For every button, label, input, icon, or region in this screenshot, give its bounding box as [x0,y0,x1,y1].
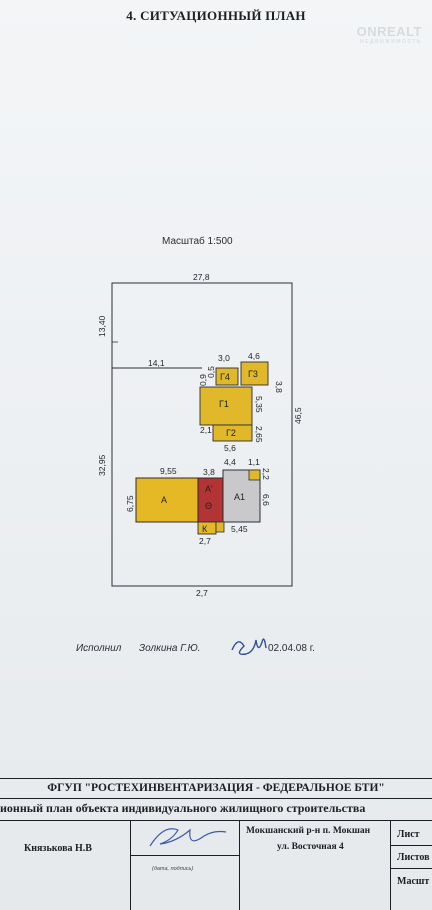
executor-date: 02.04.08 г. [268,643,315,654]
dim-plot-bottom: 2,7 [196,588,208,598]
building-g3 [240,361,269,386]
executor-signature [231,638,267,656]
dim-plot-right: 46,5 [293,407,303,424]
porch-corner [248,469,261,481]
plot-boundary [111,282,293,587]
document-heading: 4. СИТУАЦИОННЫЙ ПЛАН [126,8,306,23]
dim-k-bottom: 2,7 [199,536,211,546]
dim-plot-top: 27,8 [193,272,210,282]
label-a: А [161,495,167,505]
executor-label: Исполнил [76,643,122,654]
dim-a1-right-b: 6,6 [261,494,271,506]
table-row-rule-2 [390,868,432,870]
footer-rule-2 [0,798,432,800]
plan-title: ионный план объекта индивидуального жили… [0,801,366,815]
watermark-brand: ONREALT [356,24,422,39]
dim-inner-line: 14,1 [148,358,165,368]
signature-caption: (дата, подпись) [152,866,194,872]
signature-line [130,855,239,856]
organization-name: ФГУП "РОСТЕХИНВЕНТАРИЗАЦИЯ - ФЕДЕРАЛЬНОЕ… [47,782,385,794]
label-g4: Г4 [220,372,230,382]
building-g4 [215,367,239,386]
label-g2: Г2 [226,428,236,438]
table-col-2 [239,820,241,910]
address-line-2: ул. Восточная 4 [277,842,344,852]
dim-a1-corner: 1,1 [248,457,260,467]
dim-a1-right-a: 2,2 [261,468,271,480]
building-g2 [212,424,253,442]
table-col-1 [130,820,132,910]
table-col-3 [390,820,392,910]
dim-a-left: 6,75 [125,495,135,512]
dim-g4-left-a: 0,9 [198,374,208,386]
dim-g1-right: 5,35 [254,396,264,413]
dim-a-prime-top: 3,8 [203,467,215,477]
dim-g2-right: 2,65 [254,426,264,443]
dim-g3-right: 3,8 [274,381,284,393]
person-name: Князькова Н.В [24,843,92,854]
dim-plot-left-lower: 32,95 [97,454,107,476]
sheets-label: Листов [397,852,430,863]
dim-g3-top: 4,6 [248,351,260,361]
building-g1 [199,386,253,426]
dim-g2-left: 2,1 [200,425,212,435]
dim-plot-left-upper: 13,40 [97,315,107,337]
dim-g4-top: 3,0 [218,353,230,363]
label-g1: Г1 [219,399,229,409]
label-a-prime: А' [205,484,213,494]
address-line-1: Мокшанский р-н п. Мокшан [246,826,371,836]
label-a-prime-symbol: Θ [205,501,212,511]
building-a [135,477,199,523]
label-g3: Г3 [248,369,258,379]
footer-signature [149,828,227,847]
dim-a1-bottom: 5,45 [231,524,248,534]
table-row-rule-1 [390,845,432,847]
dim-g2-bottom: 5,6 [224,443,236,453]
label-a1: А1 [234,492,245,502]
label-k: К [202,524,208,534]
dim-g4-left-b: 0,5 [206,366,216,378]
scale-label: Масштаб 1:500 [162,236,233,247]
footer-rule-3 [0,820,432,822]
footer-top-rule [0,778,432,780]
sheet-label: Лист [397,829,420,840]
scale-cell-label: Масшт [397,876,430,887]
watermark-logo: ONREALT НЕДВИЖИМОСТЬ [312,24,422,45]
executor-name: Золкина Г.Ю. [139,643,201,654]
watermark-sub: НЕДВИЖИМОСТЬ [359,39,422,45]
dim-a-top: 9,55 [160,466,177,476]
dim-a1-top: 4,4 [224,457,236,467]
